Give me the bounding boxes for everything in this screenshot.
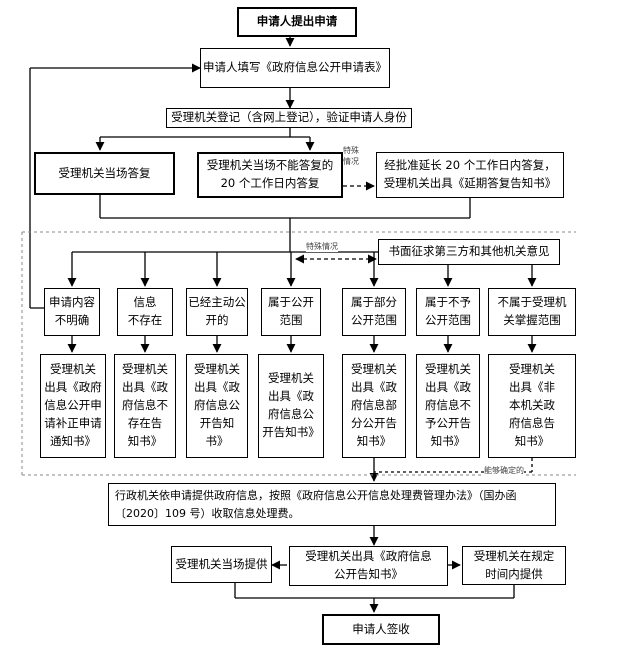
apply-box: 申请人提出申请 bbox=[237, 7, 357, 37]
notice-not-public: 受理机关 出具《政 府信息不 予公开告 知书》 bbox=[416, 354, 480, 458]
special-case-note-1: 特殊 情况 bbox=[343, 145, 359, 168]
category-not-public: 属于不予 公开范围 bbox=[416, 288, 480, 336]
register-box: 受理机关登记（含网上登记），验证申请人身份 bbox=[166, 108, 412, 128]
notice-public: 受理机关 出具《政 府信息公 开告知书》 bbox=[258, 354, 324, 458]
provide-onsite-box: 受理机关当场提供 bbox=[171, 546, 272, 583]
extension-box: 经批准延长 20 个工作日内答复， 受理机关出具《延期答复告知书》 bbox=[376, 152, 564, 198]
category-not-held: 不属于受理机 关掌握范围 bbox=[488, 288, 576, 336]
can-determine-note: 能够确定的 bbox=[484, 465, 524, 477]
issue-notice-box: 受理机关出具《政府信息 公开告知书》 bbox=[289, 546, 448, 586]
category-unclear: 申请内容 不明确 bbox=[44, 288, 100, 336]
special-case-note-2: 特殊情况 bbox=[306, 241, 338, 253]
answer-onsite-box: 受理机关当场答复 bbox=[34, 152, 175, 195]
notice-correction: 受理机关 出具《政府 信息公开申 请补正申请 通知书》 bbox=[40, 354, 106, 458]
category-public: 属于公开 范围 bbox=[261, 288, 321, 336]
third-party-box: 书面征求第三方和其他机关意见 bbox=[378, 239, 560, 265]
fill-form-box: 申请人填写《政府信息公开申请表》 bbox=[200, 48, 390, 88]
notice-not-held: 受理机关 出具《非 本机关政 府信息告 知书》 bbox=[488, 354, 576, 458]
provide-in-time-box: 受理机关在规定 时间内提供 bbox=[462, 546, 566, 585]
category-partial-public: 属于部分 公开范围 bbox=[342, 288, 406, 336]
category-not-exist: 信息 不存在 bbox=[117, 288, 173, 336]
fee-box: 行政机关依申请提供政府信息，按照《政府信息公开信息处理费管理办法》（国办函 〔2… bbox=[108, 483, 556, 526]
sign-box: 申请人签收 bbox=[322, 614, 440, 645]
category-already-public: 已经主动公 开的 bbox=[186, 288, 248, 336]
notice-not-exist: 受理机关 出具《政 府信息不 存在告 知书》 bbox=[114, 354, 176, 458]
notice-already-public: 受理机关 出具《政 府信息公 开告知 书》 bbox=[186, 354, 248, 458]
notice-partial-public: 受理机关 出具《政 府信息部 分公开告 知书》 bbox=[342, 354, 406, 458]
answer-20-days-box: 受理机关当场不能答复的 20 个工作日内答复 bbox=[197, 152, 343, 198]
